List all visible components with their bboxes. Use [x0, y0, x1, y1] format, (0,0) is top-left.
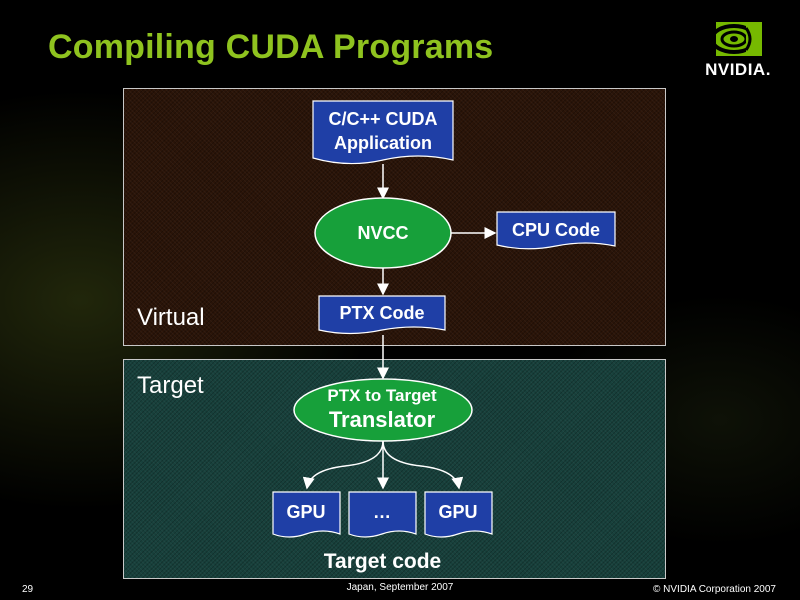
- virtual-region-label: Virtual: [137, 304, 205, 331]
- cuda-application-document: [312, 100, 454, 165]
- gpu-label-2: GPU: [438, 502, 478, 522]
- nvidia-eye-icon: [710, 22, 762, 56]
- ellipsis-label: …: [373, 502, 391, 522]
- translator-label-line2: Translator: [328, 407, 436, 432]
- footer-event: Japan, September 2007: [346, 582, 454, 593]
- app-label-line1: C/C++ CUDA: [328, 109, 438, 129]
- nvidia-logo: NVIDIA.: [690, 20, 786, 82]
- target-code-label: Target code: [323, 550, 442, 573]
- app-label-line2: Application: [334, 133, 432, 153]
- slide-title: Compiling CUDA Programs: [48, 28, 494, 66]
- arrow-translator-to-gpu2: [382, 440, 464, 490]
- cpu-code-document: [496, 211, 616, 250]
- target-region-label: Target: [137, 372, 204, 399]
- page-number: 29: [22, 584, 34, 595]
- translator-label-line1: PTX to Target: [327, 386, 437, 405]
- nvcc-label: NVCC: [357, 223, 409, 243]
- logo-text: NVIDIA.: [705, 60, 771, 79]
- translator-process-ellipse: [293, 378, 473, 442]
- footer-copyright: © NVIDIA Corporation 2007: [653, 584, 776, 595]
- gpu-code-document-1: [272, 491, 341, 538]
- nvcc-process-ellipse: [314, 197, 452, 269]
- ellipsis-code-document: [348, 491, 417, 538]
- ptx-code-label: PTX Code: [339, 303, 425, 323]
- cpu-code-label: CPU Code: [511, 220, 600, 240]
- ptx-code-document: [318, 295, 446, 335]
- arrow-translator-to-gpu1: [302, 440, 384, 490]
- gpu-code-document-2: [424, 491, 493, 538]
- gpu-label-1: GPU: [286, 502, 326, 522]
